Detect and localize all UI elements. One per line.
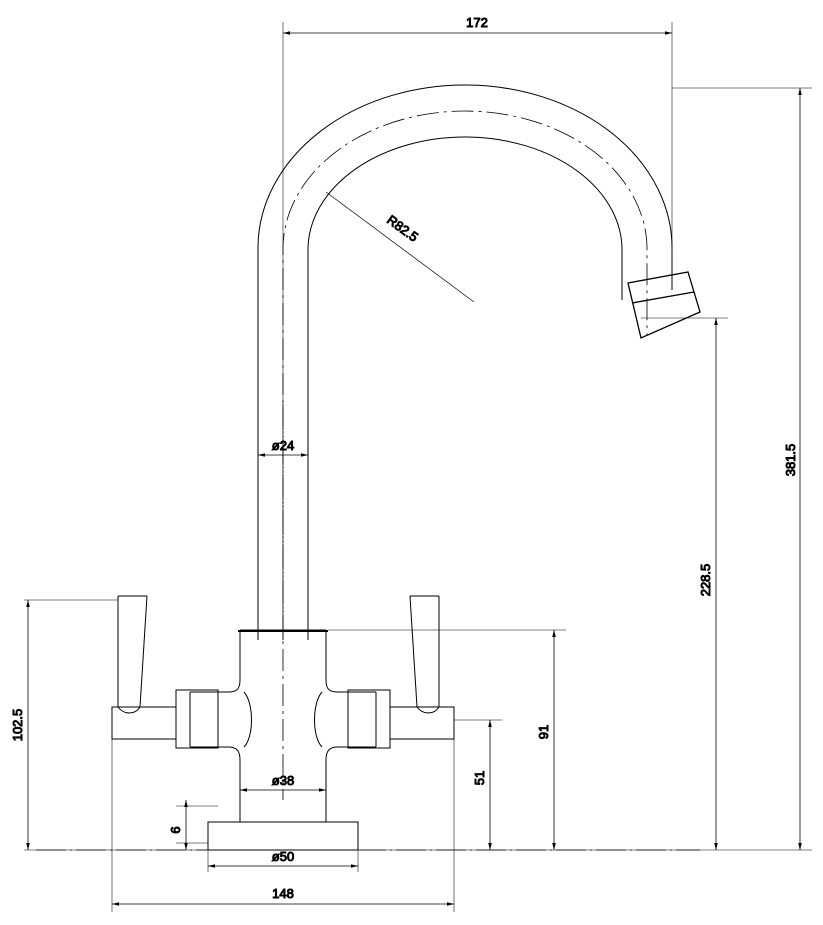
dim-label-91: 91 — [536, 725, 551, 739]
dim-label-d38: ø38 — [272, 773, 294, 788]
dimension-handle-height: 102.5 — [10, 599, 208, 851]
dimension-body-height: 91 — [328, 629, 566, 850]
dimension-outlet-height: 228.5 — [641, 317, 728, 850]
dim-label-d24: ø24 — [272, 438, 294, 453]
dimension-shank-diameter: ø38 — [239, 760, 327, 800]
dim-label-51: 51 — [472, 771, 487, 785]
dimension-flange-diameter: ø50 — [207, 849, 359, 872]
valve-assembly-left — [111, 595, 219, 749]
dim-label-172: 172 — [466, 15, 488, 30]
dim-label-3815: 381.5 — [783, 444, 798, 477]
spout-gooseneck — [257, 84, 701, 640]
dimension-overall-height: 381.5 — [360, 87, 812, 851]
dimension-flange-thickness: 6 — [168, 800, 218, 850]
dimension-spout-radius: R82.5 — [325, 191, 475, 303]
dimension-spout-reach: 172 — [282, 15, 673, 640]
dimension-riser-diameter: ø24 — [258, 438, 308, 457]
valve-body — [189, 629, 377, 800]
dim-label-2285: 228.5 — [698, 564, 713, 597]
dim-label-148: 148 — [272, 886, 294, 901]
base-flange — [36, 800, 700, 851]
dim-label-d50: ø50 — [272, 849, 294, 864]
dim-label-1025: 102.5 — [10, 709, 25, 742]
valve-assembly-right — [347, 595, 455, 749]
dimension-valve-height: 51 — [454, 719, 502, 850]
dimension-handle-span: 148 — [111, 739, 455, 912]
riser-column — [257, 404, 309, 800]
dim-label-6: 6 — [168, 826, 183, 833]
